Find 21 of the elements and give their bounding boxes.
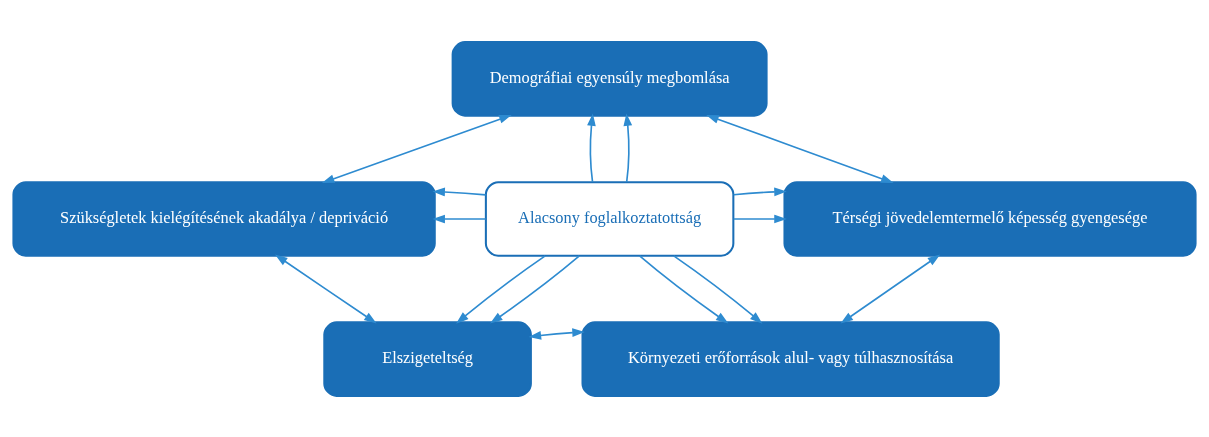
arrow	[706, 114, 894, 183]
arrow	[456, 254, 547, 324]
arrow	[732, 187, 787, 196]
node-box: Térségi jövedelemtermelő képesség gyengesége	[783, 180, 1197, 257]
arrow	[274, 254, 377, 323]
arrow	[321, 114, 512, 183]
node-box: Elszigeteltség	[323, 320, 532, 397]
node-box: Környezeti erőforrások alul- vagy túlhasznosítása	[581, 320, 1000, 397]
node-box: Demográfiai egyensúly megbomlása	[451, 40, 768, 117]
arrow	[623, 112, 633, 183]
arrow	[490, 254, 581, 323]
arrow	[732, 214, 787, 223]
arrow	[528, 327, 585, 340]
arrow	[840, 254, 941, 323]
arrow	[587, 112, 596, 183]
arrow	[638, 254, 729, 323]
arrow	[432, 214, 487, 223]
node-box: Alacsony foglalkoztatottság	[484, 180, 735, 257]
node-box: Szükségletek kielégítésének akadálya / depriváció	[12, 180, 436, 257]
arrow	[672, 254, 763, 324]
arrow	[432, 187, 487, 196]
